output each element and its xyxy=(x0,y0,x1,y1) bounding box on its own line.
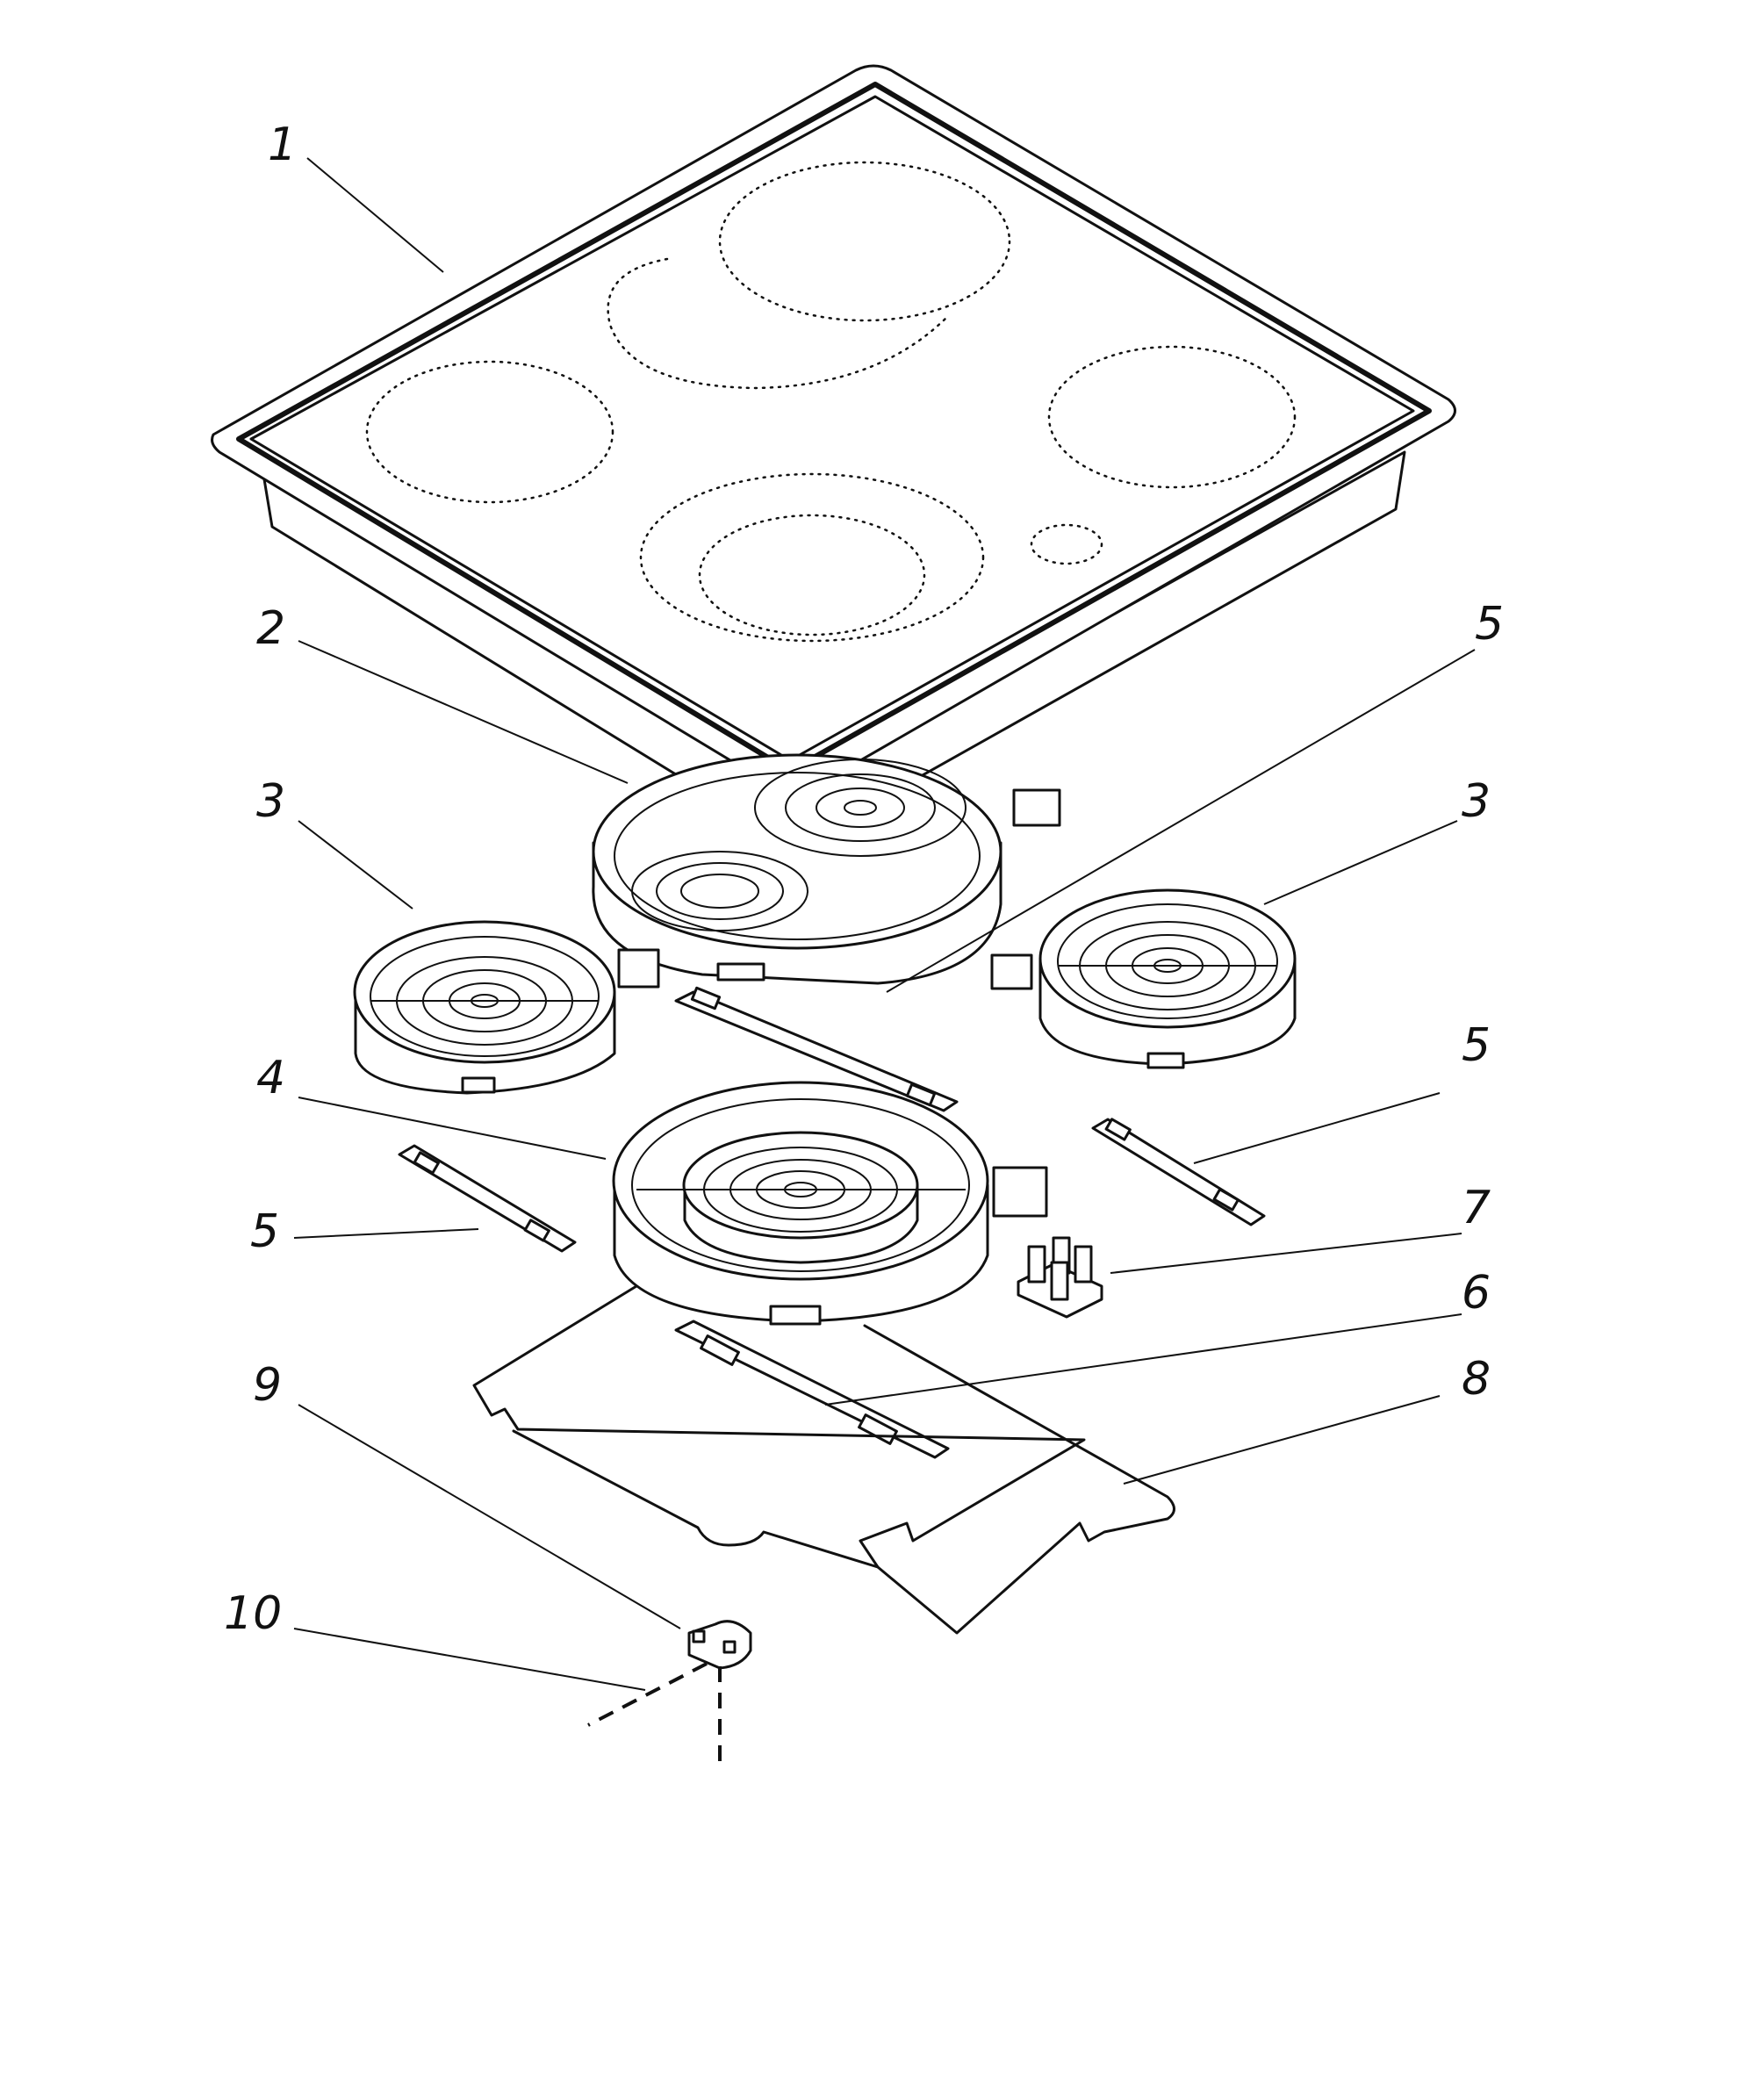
callout-1: 1 xyxy=(268,119,297,171)
part-3-left-radiant-heater xyxy=(353,920,660,1095)
callout-8: 8 xyxy=(1462,1353,1491,1406)
callout-labels: 1 2 3 3 4 5 5 5 6 7 8 9 10 xyxy=(224,119,1504,1640)
part-7-terminal-block xyxy=(1017,1236,1103,1319)
callout-6: 6 xyxy=(1462,1267,1491,1320)
callout-9: 9 xyxy=(253,1359,282,1412)
callout-3-left: 3 xyxy=(256,775,285,828)
part-5-limiter-right xyxy=(1091,1118,1266,1226)
callout-2: 2 xyxy=(256,602,285,655)
part-10-wiring xyxy=(587,1662,722,1765)
part-2-oval-dual-heater xyxy=(592,753,1061,985)
callout-7: 7 xyxy=(1462,1182,1491,1234)
part-8-insulation-sheet xyxy=(472,1284,1175,1635)
callout-10: 10 xyxy=(224,1587,282,1640)
part-1-ceramic-hob-top xyxy=(211,64,1456,849)
callout-5-upper: 5 xyxy=(1475,598,1504,651)
part-4-large-dual-heater xyxy=(612,1081,1048,1326)
part-5-limiter-left xyxy=(398,1144,577,1253)
part-3-right-radiant-heater xyxy=(990,888,1297,1069)
callout-4: 4 xyxy=(256,1052,285,1104)
callout-5-left: 5 xyxy=(250,1205,279,1258)
callout-5-right: 5 xyxy=(1462,1019,1491,1072)
part-9-hot-indicator-switch xyxy=(687,1620,752,1670)
part-5-limiter-upper xyxy=(674,986,959,1112)
leader-lines xyxy=(293,157,1476,1691)
callout-3-right: 3 xyxy=(1462,775,1491,828)
